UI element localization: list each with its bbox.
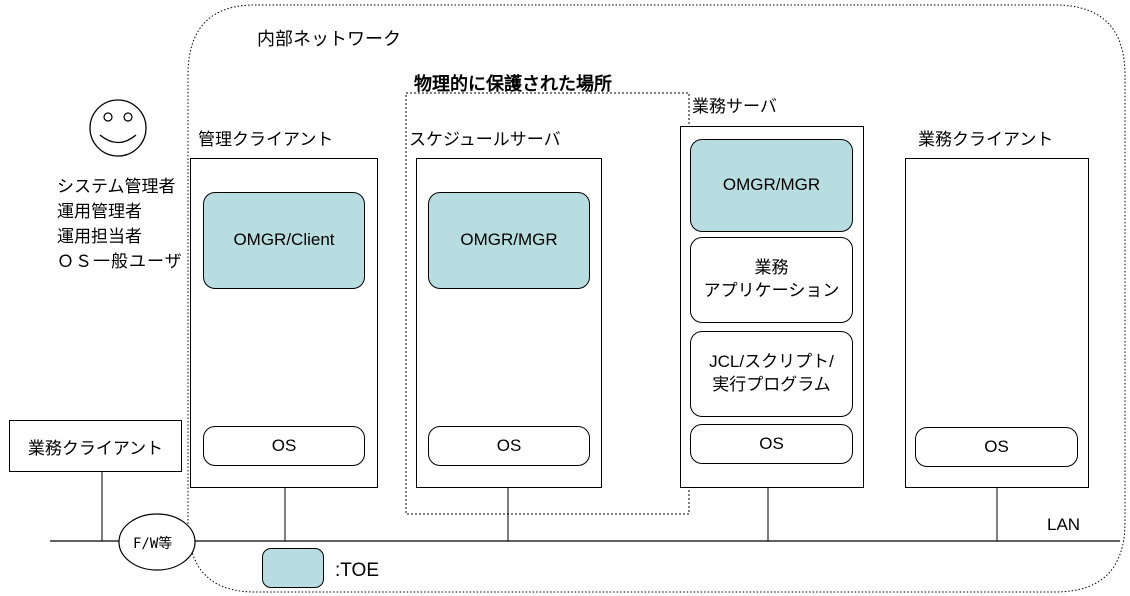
- business-server-toe: OMGR/MGR: [690, 139, 853, 232]
- business-client-right-os: OS: [915, 427, 1078, 467]
- schedule-server-label: スケジュールサーバ: [409, 130, 561, 149]
- user-smiley-icon: [89, 99, 147, 157]
- legend-toe-swatch: [262, 548, 324, 588]
- user-role-admin: システム管理者: [57, 177, 176, 196]
- schedule-server-toe: OMGR/MGR: [428, 192, 590, 289]
- jcl-script-box: JCL/スクリプト/ 実行プログラム: [690, 331, 853, 417]
- business-client-left-label: 業務クライアント: [27, 438, 164, 458]
- firewall-ellipse: [118, 513, 196, 571]
- mgmt-client-toe: OMGR/Client: [203, 192, 365, 289]
- lan-label: LAN: [1047, 515, 1081, 534]
- schedule-server-os: OS: [428, 426, 590, 466]
- business-client-left-box: 業務クライアント: [9, 420, 182, 472]
- user-role-ops-manager: 運用管理者: [57, 202, 142, 221]
- internal-network-boundary: [187, 4, 1126, 593]
- business-client-right-label: 業務クライアント: [918, 130, 1054, 149]
- user-role-os-user: ＯＳ一般ユーザ: [57, 252, 183, 271]
- business-server-os: OS: [690, 424, 853, 464]
- user-role-operator: 運用担当者: [57, 227, 142, 246]
- mgmt-client-os: OS: [203, 426, 365, 466]
- internal-network-title: 内部ネットワーク: [257, 29, 401, 49]
- firewall-label: F/W等: [133, 536, 173, 552]
- mgmt-client-label: 管理クライアント: [198, 130, 334, 149]
- protected-area-title: 物理的に保護された場所: [414, 74, 612, 94]
- legend-toe-label: :TOE: [335, 560, 379, 581]
- business-app-box: 業務 アプリケーション: [690, 237, 853, 323]
- business-server-label: 業務サーバ: [692, 97, 777, 116]
